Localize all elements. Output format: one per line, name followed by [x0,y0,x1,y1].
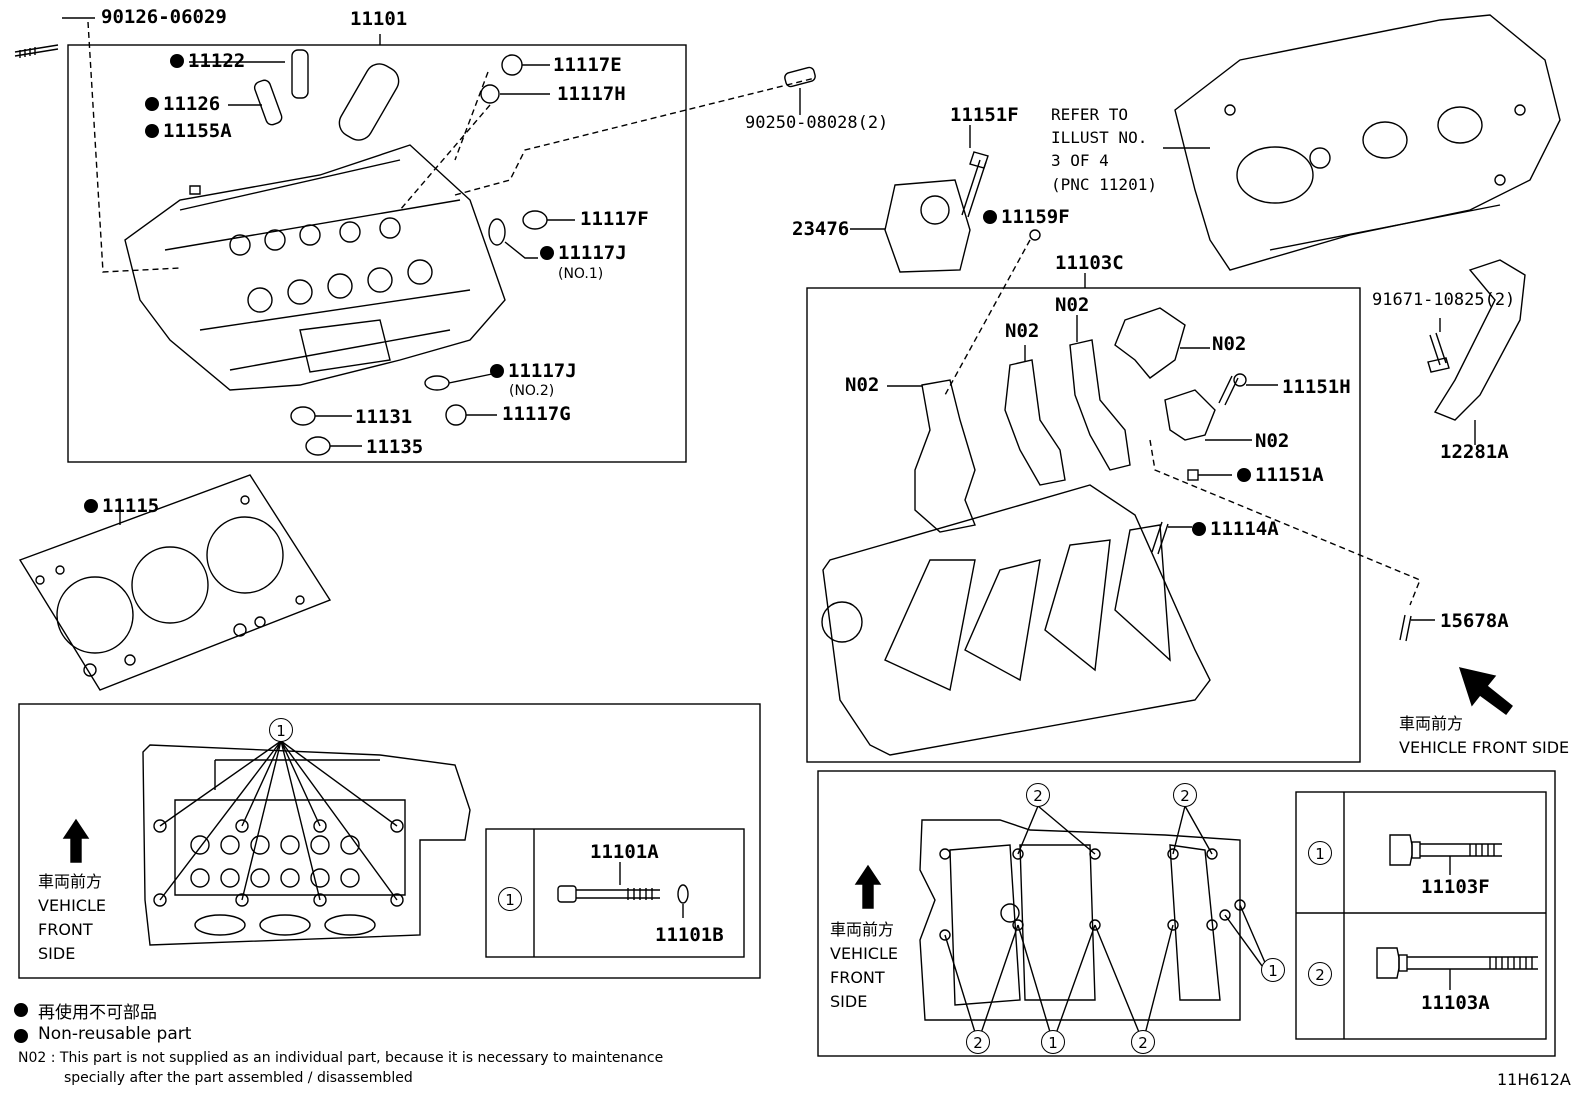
label-11117J-no1: 11117J [540,244,627,263]
refer-note: REFER TO ILLUST NO. 3 OF 4 (PNC 11201) [1051,105,1157,194]
cap-bolt-table [1295,791,1547,1040]
label-n02-e: N02 [1255,430,1290,452]
label-11117F: 11117F [580,208,649,230]
callout-1-head: 1 [269,718,293,742]
plug-11117F-icon [522,210,548,230]
bearing-caps-drawing [914,307,1216,533]
crankcase-drawing [821,484,1211,756]
head-gasket-drawing [18,474,332,691]
head-bolt-pattern-drawing [142,744,471,946]
nonreusable-dot-icon [170,54,184,68]
bolt-11103A-icon [1376,947,1538,979]
nonreusable-dot-icon [145,124,159,138]
label-11117J-no2: 11117J [490,362,577,381]
cylinder-head-drawing [124,144,506,391]
label-11103A: 11103A [1421,992,1490,1014]
table-row-1-marker: 1 [498,887,522,911]
nonreusable-dot-icon [490,364,504,378]
label-12281A: 12281A [1440,441,1509,463]
label-11101A: 11101A [590,841,659,863]
label-11159F: 11159F [983,208,1070,227]
label-11155A: 11155A [145,122,232,141]
nonreusable-dot-icon [145,97,159,111]
seal-11117H-icon [480,84,500,104]
front-note-right: 車両前方 VEHICLE FRONT SIDE [1399,714,1570,757]
label-n02-c: N02 [1055,294,1090,316]
label-90126: 90126-06029 [101,6,227,28]
bearing-cap-frame [806,287,1361,763]
nonreusable-dot-icon [540,246,554,260]
head-bolt-table [485,828,745,958]
front-arrow-right-icon [1458,667,1513,715]
legend-en: Non-reusable part [38,1024,192,1044]
callout-2-f: 2 [1131,1030,1155,1054]
label-11151F: 11151F [950,104,1019,126]
cam-housing-drawing [1174,14,1561,271]
pipe-11101-icon [338,63,400,141]
label-11117H: 11117H [557,83,626,105]
cap-bolt-pattern-frame [817,770,1556,1057]
table-row-1-marker-cap: 1 [1308,841,1332,865]
legend-dot-en [14,1029,28,1043]
note-line-2: specially after the part assembled / dis… [64,1070,413,1086]
label-11151A: 11151A [1237,466,1324,485]
bracket-23476-drawing [884,179,971,273]
label-11131: 11131 [355,406,413,428]
legend-dot-jp [14,1003,28,1017]
washer-11101B-icon [677,884,689,904]
dowel-90250-icon [784,66,816,88]
nonreusable-dot-icon [84,499,98,513]
note-line-1: N02 : This part is not supplied as an in… [18,1050,664,1066]
front-note-lower: 車両前方 VEHICLE FRONT SIDE [830,920,898,1011]
dowel-11122-icon [291,49,309,99]
callout-2-a: 2 [1026,783,1050,807]
label-n02-a: N02 [845,374,880,396]
label-11101B: 11101B [655,924,724,946]
cap-bolt-pattern-drawing [919,819,1246,1021]
plug-11117E-icon [501,54,523,76]
label-11117J-no2-sub: (NO.2) [509,383,555,399]
bracket-12281A-drawing [1433,259,1526,421]
bolt-11103F-icon [1389,834,1502,866]
callout-1-c: 1 [1261,958,1285,982]
label-11101: 11101 [350,8,408,30]
callout-1-e: 1 [1041,1030,1065,1054]
front-note-left: 車両前方 VEHICLE FRONT SIDE [38,872,106,963]
bolt-11151F-icon [961,159,987,218]
nonreusable-dot-icon [983,210,997,224]
front-arrow-left-icon [62,818,90,863]
label-11103F: 11103F [1421,876,1490,898]
nonreusable-dot-icon [1237,468,1251,482]
label-n02-d: N02 [1212,333,1247,355]
label-11122: 11122 [170,52,245,71]
label-11103C: 11103C [1055,252,1124,274]
label-11135: 11135 [366,436,424,458]
guide-11126-icon [253,79,283,126]
head-bolt-pattern-frame [18,703,761,979]
label-11151H: 11151H [1282,376,1351,398]
label-n02-b: N02 [1005,320,1040,342]
front-arrow-lower-icon [854,864,882,909]
table-row-2-marker-cap: 2 [1308,962,1332,986]
callout-2-d: 2 [966,1030,990,1054]
label-90250: 90250-08028(2) [745,113,889,133]
label-11115: 11115 [84,497,159,516]
label-15678A: 15678A [1440,610,1509,632]
stud-bolt-icon [14,44,59,58]
legend-jp: 再使用不可部品 [38,1003,157,1023]
label-23476: 23476 [792,218,850,240]
bolt-11101A-icon [557,885,660,903]
label-91671: 91671-10825(2) [1372,290,1516,310]
label-11126: 11126 [145,95,220,114]
callout-2-b: 2 [1173,783,1197,807]
label-11117J-no1-sub: (NO.1) [558,266,604,282]
cylinder-head-frame [67,44,687,463]
label-11117G: 11117G [502,403,571,425]
label-11117E: 11117E [553,54,622,76]
nonreusable-dot-icon [1192,522,1206,536]
illustration-code: 11H612A [1497,1070,1571,1089]
label-11114A: 11114A [1192,520,1279,539]
